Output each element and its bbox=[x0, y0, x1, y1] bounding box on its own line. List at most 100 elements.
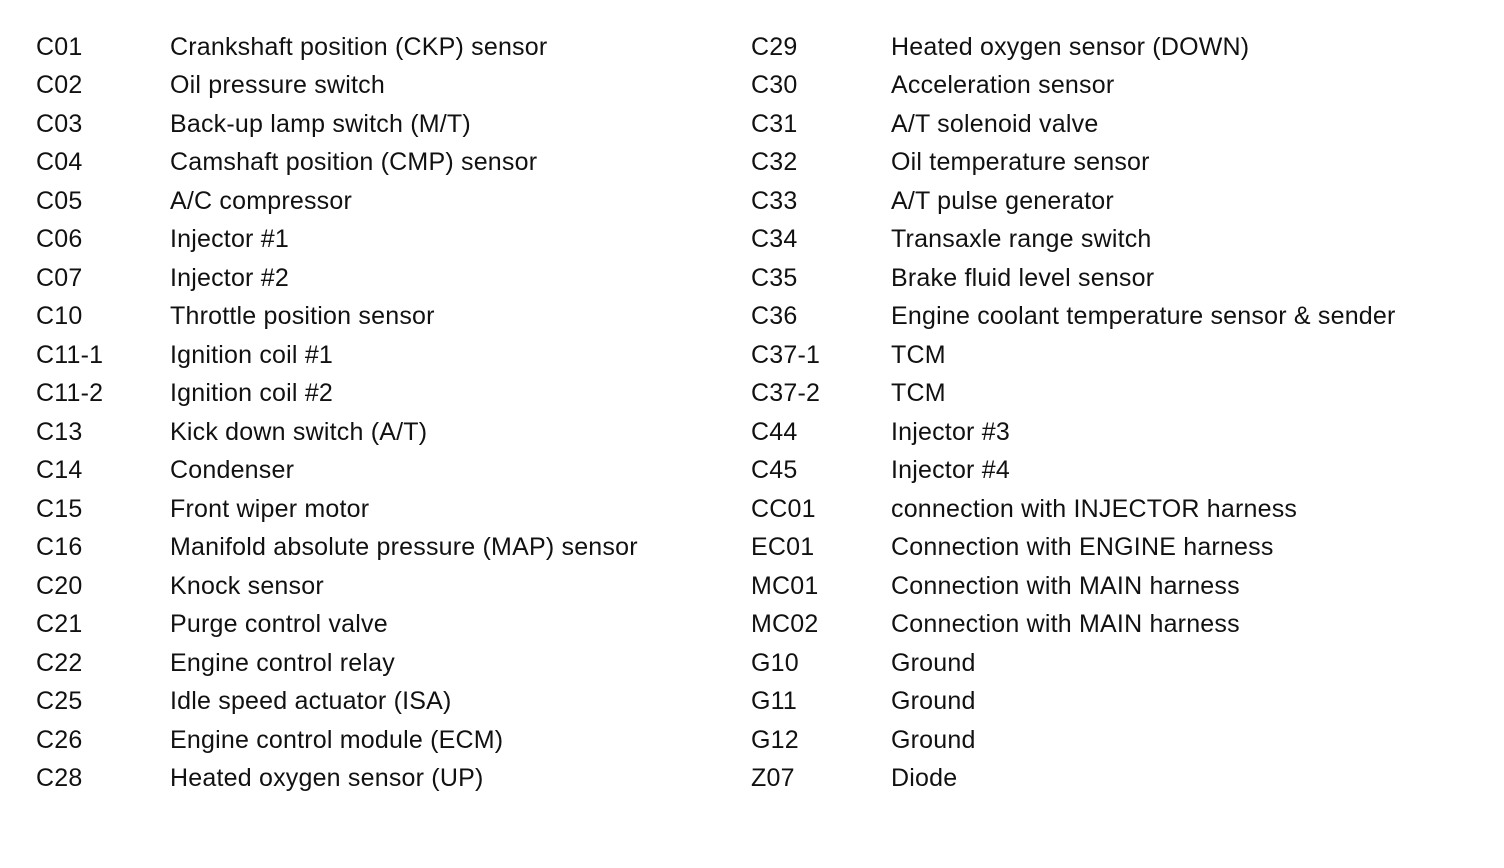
connector-code: C25 bbox=[36, 687, 83, 716]
connector-description: Oil temperature sensor bbox=[891, 148, 1150, 177]
connector-description: Connection with MAIN harness bbox=[891, 610, 1240, 639]
connector-row: C04 Camshaft position (CMP) sensor bbox=[36, 144, 638, 183]
connector-description: Ignition coil #1 bbox=[170, 340, 334, 369]
connector-code: C20 bbox=[36, 571, 83, 600]
connector-description: Manifold absolute pressure (MAP) sensor bbox=[170, 533, 638, 562]
connector-code: G12 bbox=[751, 725, 799, 754]
connector-row: C20 Knock sensor bbox=[36, 567, 638, 606]
connector-description: Acceleration sensor bbox=[891, 71, 1115, 100]
connector-code: C37-1 bbox=[751, 340, 821, 369]
connector-code: C11-2 bbox=[36, 379, 104, 408]
connector-code: MC02 bbox=[751, 610, 819, 639]
connector-code: EC01 bbox=[751, 533, 815, 562]
connector-code: C37-2 bbox=[751, 379, 821, 408]
connector-code: C26 bbox=[36, 725, 83, 754]
connector-code: C28 bbox=[36, 764, 83, 793]
connector-code: C29 bbox=[751, 32, 798, 61]
connector-code: Z07 bbox=[751, 764, 795, 793]
connector-description: Condenser bbox=[170, 456, 295, 485]
connector-description: Back-up lamp switch (M/T) bbox=[170, 109, 471, 138]
connector-row: C02 Oil pressure switch bbox=[36, 67, 638, 106]
connector-row: C32 Oil temperature sensor bbox=[751, 144, 1396, 183]
connector-code: G11 bbox=[751, 687, 797, 716]
connector-row: C11-1 Ignition coil #1 bbox=[36, 336, 638, 375]
connector-code: C34 bbox=[751, 225, 798, 254]
connector-code: C32 bbox=[751, 148, 798, 177]
connector-row: C22 Engine control relay bbox=[36, 644, 638, 683]
connector-code: C30 bbox=[751, 71, 798, 100]
connector-row: CC01 connection with INJECTOR harness bbox=[751, 490, 1396, 529]
connector-row: G10 Ground bbox=[751, 644, 1396, 683]
connector-description: Ground bbox=[891, 687, 976, 716]
connector-row: C01 Crankshaft position (CKP) sensor bbox=[36, 28, 638, 67]
connector-code: C36 bbox=[751, 302, 798, 331]
connector-description: Diode bbox=[891, 764, 958, 793]
connector-description: Injector #3 bbox=[891, 417, 1010, 446]
connector-code: G10 bbox=[751, 648, 799, 677]
connector-description: Heated oxygen sensor (DOWN) bbox=[891, 32, 1250, 61]
connector-row: C31 A/T solenoid valve bbox=[751, 105, 1396, 144]
connector-code: C14 bbox=[36, 456, 83, 485]
connector-description: Ground bbox=[891, 648, 976, 677]
connector-code: C45 bbox=[751, 456, 798, 485]
connector-description: TCM bbox=[891, 340, 946, 369]
connector-description: Camshaft position (CMP) sensor bbox=[170, 148, 538, 177]
connector-description: Connection with ENGINE harness bbox=[891, 533, 1274, 562]
connector-description: Idle speed actuator (ISA) bbox=[170, 687, 452, 716]
connector-row: EC01 Connection with ENGINE harness bbox=[751, 529, 1396, 568]
connector-description: Oil pressure switch bbox=[170, 71, 385, 100]
connector-description: A/T pulse generator bbox=[891, 186, 1114, 215]
connector-code: C13 bbox=[36, 417, 83, 446]
connector-description: Connection with MAIN harness bbox=[891, 571, 1240, 600]
connector-row: MC01 Connection with MAIN harness bbox=[751, 567, 1396, 606]
connector-code: C31 bbox=[751, 109, 798, 138]
connector-description: Knock sensor bbox=[170, 571, 324, 600]
connector-code: C04 bbox=[36, 148, 83, 177]
connector-row: G11 Ground bbox=[751, 683, 1396, 722]
connector-code: MC01 bbox=[751, 571, 819, 600]
connector-row: C29 Heated oxygen sensor (DOWN) bbox=[751, 28, 1396, 67]
connector-description: Engine control module (ECM) bbox=[170, 725, 504, 754]
connector-description: Injector #2 bbox=[170, 263, 289, 292]
connector-row: C30 Acceleration sensor bbox=[751, 67, 1396, 106]
connector-row: C44 Injector #3 bbox=[751, 413, 1396, 452]
connector-code: C06 bbox=[36, 225, 83, 254]
connector-description: Crankshaft position (CKP) sensor bbox=[170, 32, 548, 61]
connector-row: C25 Idle speed actuator (ISA) bbox=[36, 683, 638, 722]
connector-description: Throttle position sensor bbox=[170, 302, 435, 331]
connector-code: C01 bbox=[36, 32, 83, 61]
connector-list-right: C29 Heated oxygen sensor (DOWN) C30 Acceler… bbox=[751, 28, 1396, 798]
connector-description: Ground bbox=[891, 725, 976, 754]
connector-row: C36 Engine coolant temperature sensor & s… bbox=[751, 298, 1396, 337]
connector-description: Brake fluid level sensor bbox=[891, 263, 1155, 292]
connector-row: MC02 Connection with MAIN harness bbox=[751, 606, 1396, 645]
connector-row: C26 Engine control module (ECM) bbox=[36, 721, 638, 760]
connector-code: C44 bbox=[751, 417, 798, 446]
connector-code: C15 bbox=[36, 494, 83, 523]
connector-description: Engine coolant temperature sensor & send… bbox=[891, 302, 1396, 331]
connector-code: CC01 bbox=[751, 494, 816, 523]
connector-code: C11-1 bbox=[36, 340, 104, 369]
connector-code: C22 bbox=[36, 648, 83, 677]
connector-description: Engine control relay bbox=[170, 648, 395, 677]
connector-code: C21 bbox=[36, 610, 83, 639]
connector-description: A/T solenoid valve bbox=[891, 109, 1099, 138]
connector-code: C10 bbox=[36, 302, 83, 331]
connector-description: Injector #4 bbox=[891, 456, 1010, 485]
connector-description: connection with INJECTOR harness bbox=[891, 494, 1298, 523]
connector-row: C14 Condenser bbox=[36, 452, 638, 491]
connector-code: C02 bbox=[36, 71, 83, 100]
